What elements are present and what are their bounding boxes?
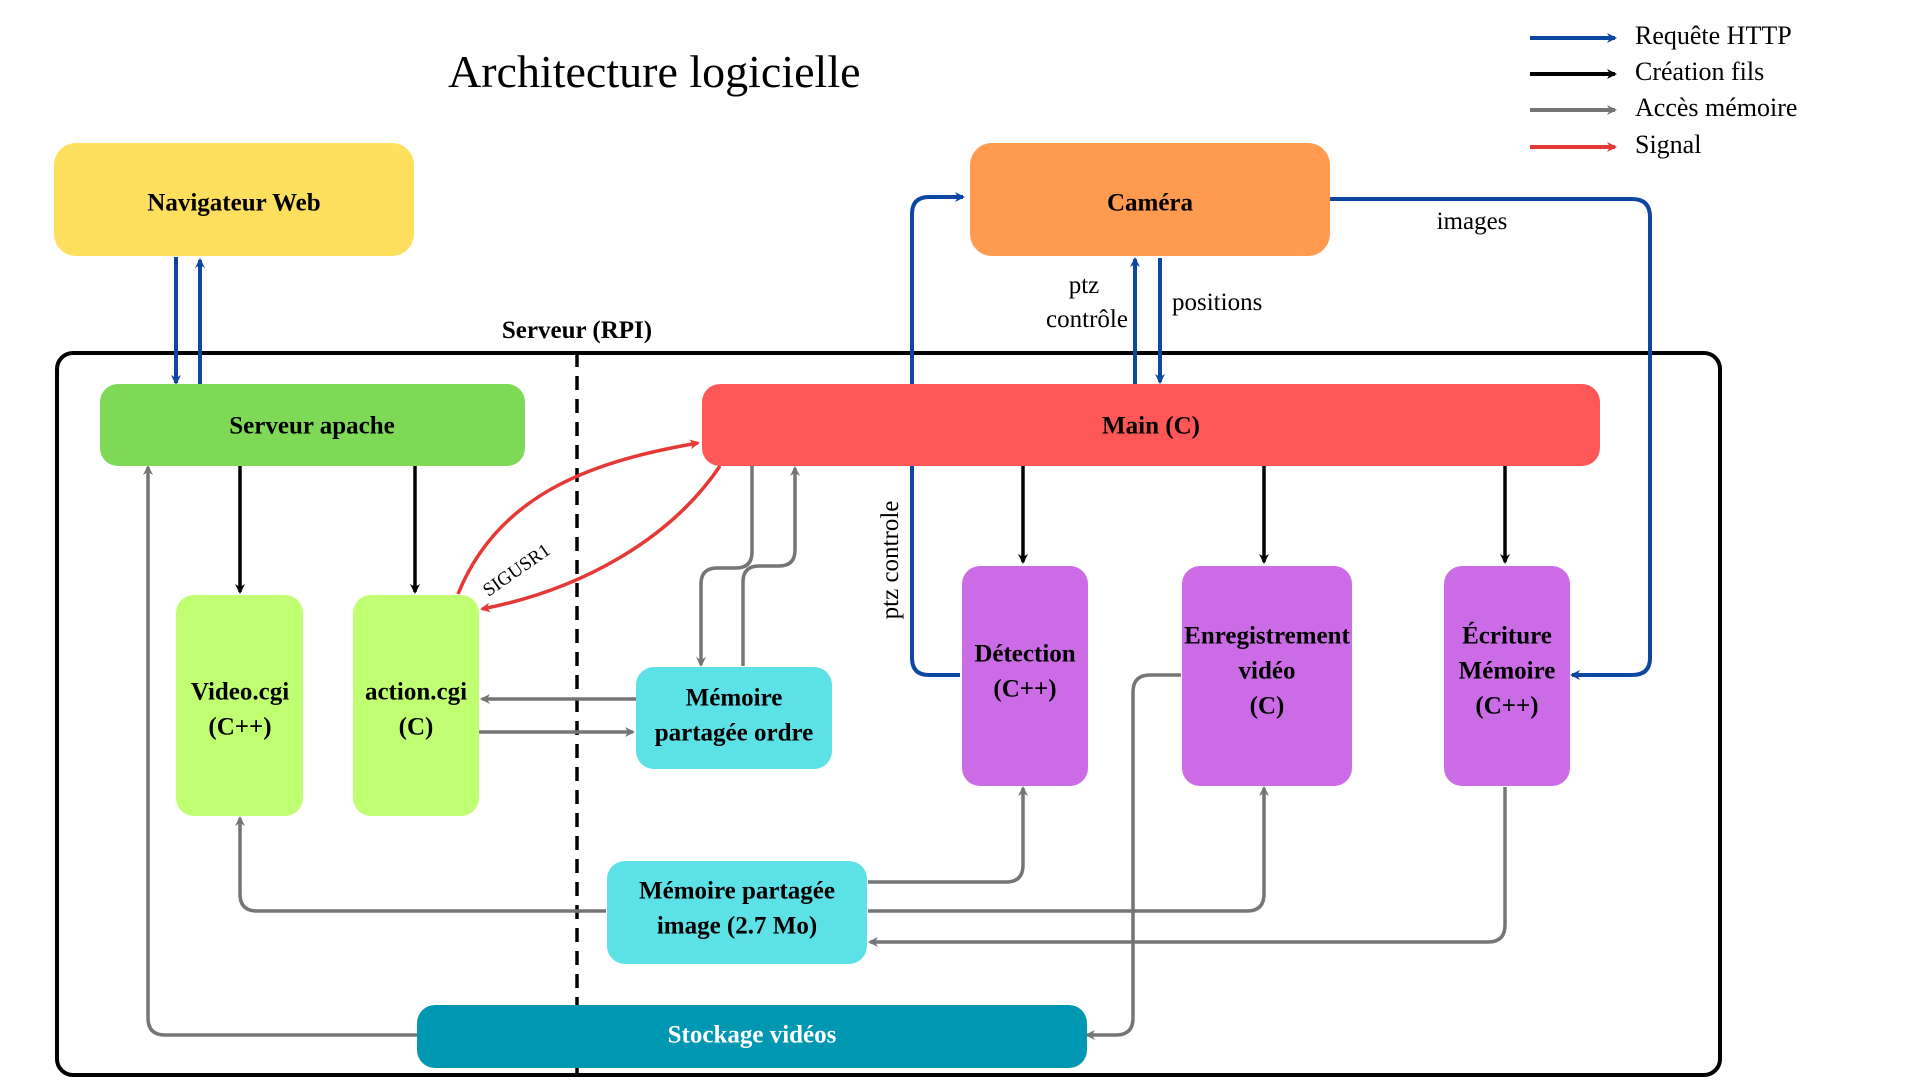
- node-navigateur: Navigateur Web: [54, 143, 414, 256]
- edge-memoire-ordre-to-main: [741, 466, 800, 666]
- diagram-title: Architecture logicielle: [448, 46, 861, 97]
- svg-text:Video.cgi: Video.cgi: [191, 679, 289, 706]
- svg-text:Navigateur Web: Navigateur Web: [147, 190, 320, 217]
- legend-label-memory: Accès mémoire: [1635, 93, 1797, 122]
- svg-text:action.cgi: action.cgi: [365, 679, 467, 706]
- svg-text:partagée ordre: partagée ordre: [655, 720, 814, 747]
- svg-text:Caméra: Caméra: [1107, 190, 1194, 217]
- node-stockage: Stockage vidéos: [417, 1005, 1087, 1068]
- svg-text:vidéo: vidéo: [1239, 658, 1296, 685]
- server-boundary: [55, 351, 1722, 1077]
- svg-text:(C++): (C++): [993, 676, 1056, 703]
- svg-text:Main (C): Main (C): [1102, 413, 1200, 440]
- edge-label-images: images: [1437, 208, 1508, 235]
- edge-main-to-memoire-ordre: [696, 466, 754, 667]
- svg-text:Détection: Détection: [974, 641, 1075, 668]
- node-camera: Caméra: [970, 143, 1330, 256]
- node-video-cgi: Video.cgi (C++): [176, 595, 303, 816]
- edge-label-ptz-controle-side: ptz controle: [877, 501, 904, 620]
- node-action-cgi: action.cgi (C): [353, 595, 479, 816]
- edges: [143, 192, 1652, 1040]
- edge-label-ptz: ptz: [1069, 272, 1100, 299]
- edge-main-signal-actioncgi: [480, 465, 722, 613]
- svg-text:Mémoire partagée: Mémoire partagée: [639, 878, 835, 905]
- server-label: Serveur (RPI): [502, 317, 652, 344]
- svg-text:(C): (C): [399, 714, 434, 741]
- node-memoire-ordre: Mémoire partagée ordre: [636, 667, 832, 769]
- edge-label-positions: positions: [1172, 289, 1262, 316]
- edge-camera-images-to-ecriture: [1330, 197, 1652, 680]
- svg-text:(C++): (C++): [1475, 693, 1538, 720]
- edge-enregistrement-to-stockage: [1085, 673, 1181, 1040]
- node-ecriture: Écriture Mémoire (C++): [1444, 566, 1570, 786]
- node-main: Main (C): [702, 384, 1600, 466]
- svg-text:Mémoire: Mémoire: [686, 685, 783, 712]
- nodes: Navigateur Web Caméra Serveur apache Mai…: [54, 143, 1600, 1068]
- svg-text:Serveur apache: Serveur apache: [229, 413, 395, 440]
- legend-label-signal: Signal: [1635, 130, 1701, 159]
- svg-text:Mémoire: Mémoire: [1459, 658, 1556, 685]
- node-enregistrement: Enregistrement vidéo (C): [1182, 566, 1352, 786]
- edge-memoire-image-to-videocgi: [235, 816, 606, 913]
- legend-label-http: Requête HTTP: [1635, 21, 1792, 50]
- svg-text:Écriture: Écriture: [1462, 622, 1552, 650]
- svg-text:Stockage vidéos: Stockage vidéos: [668, 1022, 837, 1049]
- node-memoire-image: Mémoire partagée image (2.7 Mo): [607, 861, 867, 964]
- svg-text:(C): (C): [1250, 693, 1285, 720]
- edge-ecriture-to-memoire-image: [868, 787, 1507, 947]
- edge-label-controle: contrôle: [1046, 306, 1128, 333]
- edge-memoire-image-to-detection: [868, 786, 1028, 884]
- svg-text:Enregistrement: Enregistrement: [1184, 623, 1350, 650]
- edge-memoire-image-to-enregistrement: [868, 786, 1269, 913]
- edge-stockage-to-apache: [143, 465, 417, 1037]
- svg-text:image (2.7 Mo): image (2.7 Mo): [657, 913, 817, 940]
- svg-text:(C++): (C++): [208, 714, 271, 741]
- node-apache: Serveur apache: [100, 384, 525, 466]
- legend-label-thread: Création fils: [1635, 57, 1764, 86]
- node-detection: Détection (C++): [962, 566, 1088, 786]
- legend: Requête HTTP Création fils Accès mémoire…: [1530, 21, 1797, 159]
- edge-actioncgi-signal-main: [456, 439, 700, 595]
